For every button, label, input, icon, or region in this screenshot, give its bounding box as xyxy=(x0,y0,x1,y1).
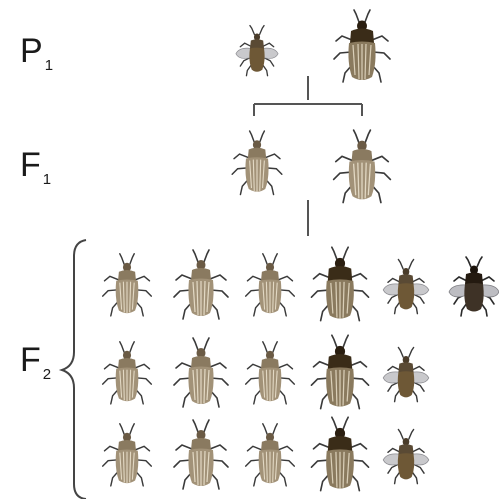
label-f2-subscript: 2 xyxy=(42,366,52,383)
f2-beetle-r1-c1 xyxy=(101,253,153,317)
f2-beetle-r3-c1 xyxy=(101,423,153,487)
f2-beetle-r1-c3 xyxy=(244,253,296,317)
label-f1-subscript: 1 xyxy=(42,171,52,188)
f1-beetle-1 xyxy=(231,130,283,196)
f2-beetle-r2-c3 xyxy=(244,341,296,405)
p1-beetle-2 xyxy=(333,9,391,83)
f2-beetle-r1-c2 xyxy=(173,249,229,320)
f2-beetle-r3-c2 xyxy=(173,419,229,490)
bracket-path xyxy=(58,239,87,499)
label-p1-subscript: 1 xyxy=(44,57,54,74)
f2-beetle-r2-c1 xyxy=(101,341,153,405)
f2-beetle-r2-c2 xyxy=(173,337,229,408)
f2-beetle-r1-c6 xyxy=(448,256,499,317)
beetle-layer xyxy=(101,9,499,492)
f2-beetle-r3-c4 xyxy=(310,416,370,492)
f2-beetle-r2-c5 xyxy=(382,346,430,403)
f2-beetle-r3-c3 xyxy=(244,423,296,487)
f2-beetle-r2-c4 xyxy=(310,334,370,410)
p1-beetle-1 xyxy=(235,24,279,77)
cross-lines xyxy=(253,76,363,236)
f2-beetle-r1-c4 xyxy=(310,246,370,322)
label-p1-letter: P xyxy=(20,32,43,70)
f2-bracket xyxy=(58,239,87,499)
f2-beetle-r3-c5 xyxy=(382,428,430,485)
f2-beetle-r1-c5 xyxy=(382,258,430,315)
f1-beetle-2 xyxy=(332,129,392,204)
label-f2-letter: F xyxy=(20,341,41,379)
label-f1-letter: F xyxy=(20,146,41,184)
